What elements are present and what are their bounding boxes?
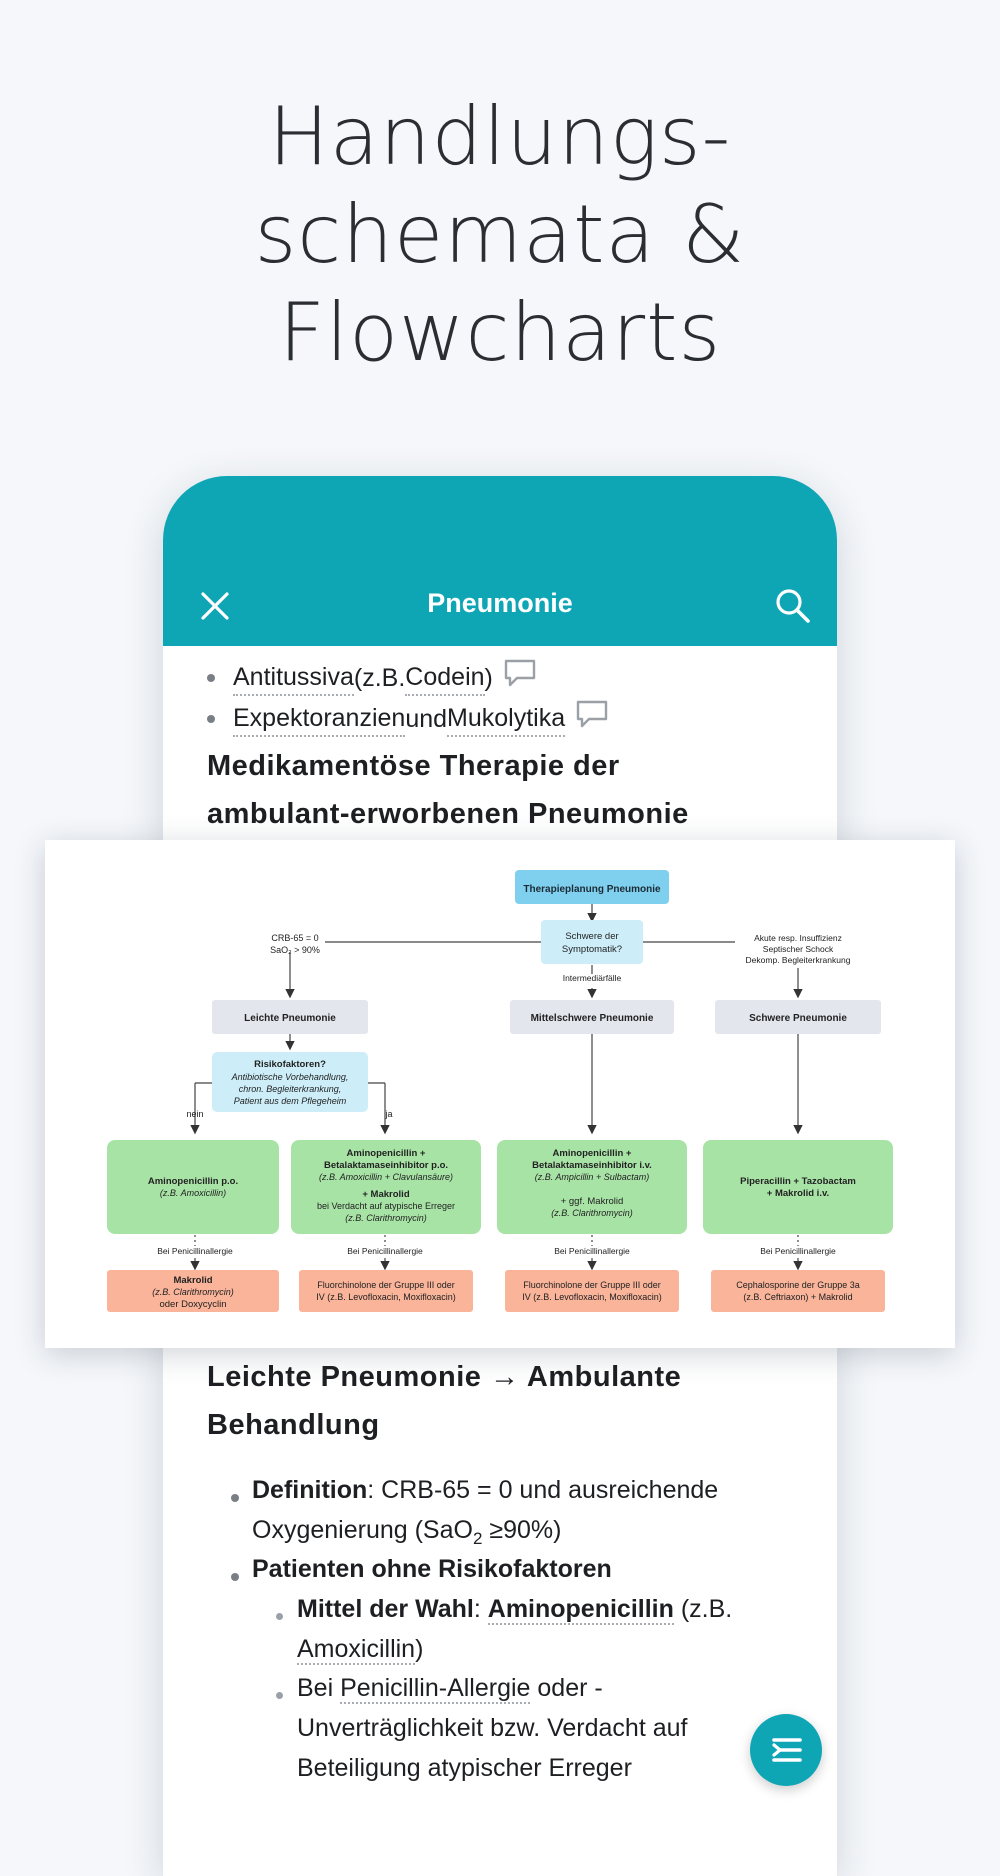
svg-text:Leichte Pneumonie: Leichte Pneumonie bbox=[244, 1013, 336, 1024]
list-item: Mittel der Wahl: Aminopenicillin (z.B. A… bbox=[297, 1595, 733, 1665]
hero-title-line1: Handlungs- bbox=[268, 90, 732, 183]
svg-text:Aminopenicillin p.o.: Aminopenicillin p.o. bbox=[148, 1176, 238, 1187]
search-icon[interactable] bbox=[773, 586, 813, 626]
hero-title-line2: schemata & bbox=[254, 188, 746, 281]
section-heading: Medikamentöse Therapie der ambulant-erwo… bbox=[207, 750, 689, 830]
outline-list-icon[interactable] bbox=[750, 1714, 822, 1786]
flowchart-image[interactable]: Therapieplanung Pneumonie Schwere der Sy… bbox=[45, 840, 955, 1348]
term-link[interactable]: Aminopenicillin bbox=[487, 1595, 674, 1625]
svg-text:ja: ja bbox=[384, 1109, 392, 1119]
svg-text:Risikofaktoren?: Risikofaktoren? bbox=[254, 1059, 326, 1070]
hero-title-line3: Flowcharts bbox=[278, 286, 722, 379]
svg-text:Betalaktamaseinhibitor i.v.: Betalaktamaseinhibitor i.v. bbox=[532, 1160, 652, 1171]
svg-text:Fluorchinolone der Gruppe III: Fluorchinolone der Gruppe III oder bbox=[523, 1280, 661, 1290]
list-item: Patienten ohne Risikofaktoren bbox=[252, 1555, 612, 1583]
svg-text:Antibiotische Vorbehandlung,: Antibiotische Vorbehandlung, bbox=[231, 1072, 349, 1082]
svg-text:IV (z.B. Levofloxacin, Moxiflo: IV (z.B. Levofloxacin, Moxifloxacin) bbox=[316, 1292, 456, 1302]
svg-text:Aminopenicillin +: Aminopenicillin + bbox=[553, 1148, 632, 1159]
app-bar: Pneumonie bbox=[163, 476, 837, 646]
svg-text:SaO₂ > 90%: SaO₂ > 90% bbox=[270, 945, 320, 955]
svg-text:oder Doxycyclin: oder Doxycyclin bbox=[159, 1299, 226, 1310]
svg-text:Fluorchinolone der Gruppe III: Fluorchinolone der Gruppe III oder bbox=[317, 1280, 455, 1290]
term-link[interactable]: Expektoranzien bbox=[233, 701, 406, 737]
svg-text:+ Makrolid i.v.: + Makrolid i.v. bbox=[767, 1188, 829, 1199]
svg-text:IV (z.B. Levofloxacin, Moxiflo: IV (z.B. Levofloxacin, Moxifloxacin) bbox=[522, 1292, 662, 1302]
svg-text:Aminopenicillin +: Aminopenicillin + bbox=[347, 1148, 426, 1159]
svg-text:Bei Penicillinallergie: Bei Penicillinallergie bbox=[347, 1246, 423, 1256]
term-link[interactable]: Antitussiva bbox=[233, 660, 354, 696]
close-icon[interactable] bbox=[197, 588, 233, 624]
term-link[interactable]: Amoxicillin bbox=[297, 1635, 416, 1665]
svg-text:Dekomp. Begleiterkrankung: Dekomp. Begleiterkrankung bbox=[746, 955, 851, 965]
svg-text:+ ggf. Makrolid: + ggf. Makrolid bbox=[561, 1196, 624, 1207]
svg-text:(z.B. Ampicillin + Sulbactam): (z.B. Ampicillin + Sulbactam) bbox=[535, 1172, 649, 1182]
svg-text:(z.B. Clarithromycin): (z.B. Clarithromycin) bbox=[152, 1287, 234, 1297]
svg-text:Mittelschwere Pneumonie: Mittelschwere Pneumonie bbox=[531, 1013, 654, 1024]
svg-text:+ Makrolid: + Makrolid bbox=[362, 1189, 409, 1200]
term-link[interactable]: Penicillin-Allergie bbox=[340, 1674, 531, 1704]
svg-text:Cephalosporine der Gruppe 3a: Cephalosporine der Gruppe 3a bbox=[736, 1280, 860, 1290]
svg-text:Akute resp. Insuffizienz: Akute resp. Insuffizienz bbox=[754, 933, 842, 943]
list-item: Antitussiva (z.B. Codein ) bbox=[207, 658, 537, 697]
svg-text:chron. Begleiterkrankung,: chron. Begleiterkrankung, bbox=[239, 1084, 342, 1094]
flow-start: Therapieplanung Pneumonie bbox=[523, 884, 661, 895]
svg-text:Makrolid: Makrolid bbox=[173, 1275, 212, 1286]
svg-text:Intermediärfälle: Intermediärfälle bbox=[563, 973, 622, 983]
page-title: Pneumonie bbox=[427, 588, 573, 618]
list-item: Definition: CRB-65 = 0 und ausreichende … bbox=[252, 1476, 719, 1548]
svg-text:Bei Penicillinallergie: Bei Penicillinallergie bbox=[760, 1246, 836, 1256]
svg-text:Symptomatik?: Symptomatik? bbox=[562, 944, 622, 955]
svg-text:(z.B. Clarithromycin): (z.B. Clarithromycin) bbox=[551, 1208, 633, 1218]
svg-text:Betalaktamaseinhibitor p.o.: Betalaktamaseinhibitor p.o. bbox=[324, 1160, 448, 1171]
comment-icon[interactable] bbox=[503, 658, 537, 697]
svg-text:Schwere Pneumonie: Schwere Pneumonie bbox=[749, 1013, 847, 1024]
svg-text:CRB-65 = 0: CRB-65 = 0 bbox=[271, 933, 318, 943]
svg-text:(z.B. Amoxicillin + Clavulansä: (z.B. Amoxicillin + Clavulansäure) bbox=[319, 1172, 453, 1182]
list-item: Expektoranzien und Mukolytika bbox=[207, 699, 609, 738]
svg-text:nein: nein bbox=[186, 1109, 203, 1119]
svg-text:Piperacillin + Tazobactam: Piperacillin + Tazobactam bbox=[740, 1176, 856, 1187]
svg-text:(z.B. Ceftriaxon) + Makrolid: (z.B. Ceftriaxon) + Makrolid bbox=[743, 1292, 852, 1302]
hero-title: Handlungs- schemata & Flowcharts bbox=[0, 88, 1000, 382]
list-item: Bei Penicillin-Allergie oder - Unverträg… bbox=[297, 1674, 688, 1782]
svg-text:Septischer Schock: Septischer Schock bbox=[763, 944, 834, 954]
svg-text:Schwere der: Schwere der bbox=[565, 931, 618, 942]
svg-text:Patient aus dem Pflegeheim: Patient aus dem Pflegeheim bbox=[234, 1096, 347, 1106]
svg-text:(z.B. Clarithromycin): (z.B. Clarithromycin) bbox=[345, 1213, 427, 1223]
svg-text:bei Verdacht auf atypische Err: bei Verdacht auf atypische Erreger bbox=[317, 1201, 455, 1211]
svg-text:(z.B. Amoxicillin): (z.B. Amoxicillin) bbox=[160, 1188, 226, 1198]
term-link[interactable]: Codein bbox=[405, 660, 485, 696]
section-heading: Leichte Pneumonie → Ambulante Behandlung bbox=[207, 1361, 682, 1441]
svg-text:Bei Penicillinallergie: Bei Penicillinallergie bbox=[554, 1246, 630, 1256]
svg-text:Bei Penicillinallergie: Bei Penicillinallergie bbox=[157, 1246, 233, 1256]
term-link[interactable]: Mukolytika bbox=[447, 701, 566, 737]
comment-icon[interactable] bbox=[575, 699, 609, 738]
